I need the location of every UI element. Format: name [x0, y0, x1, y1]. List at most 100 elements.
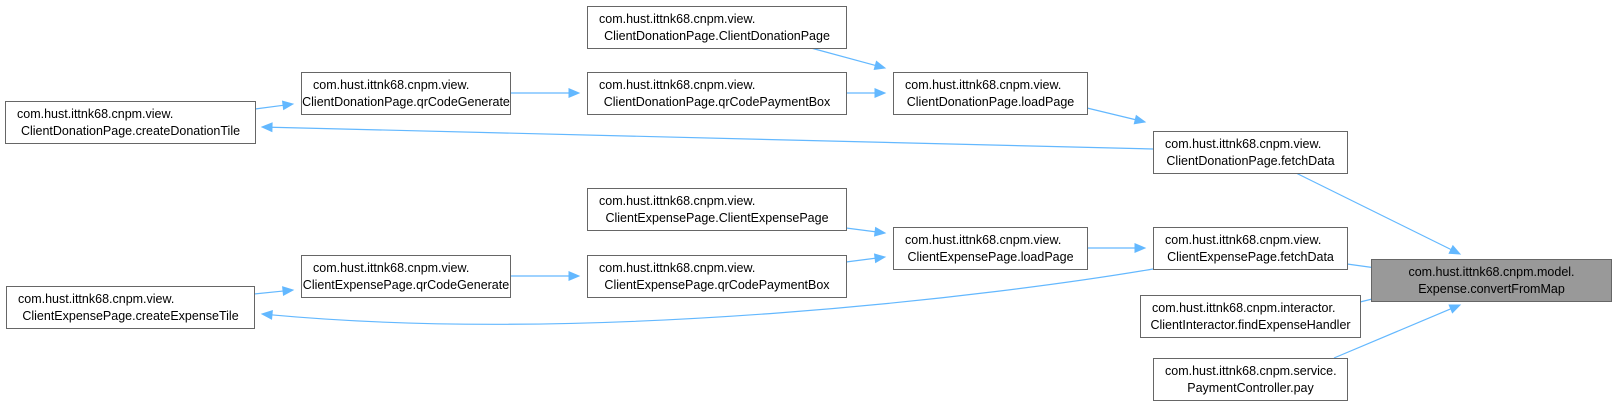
node-label-line2: ClientExpensePage.qrCodeGenerate: [303, 278, 509, 292]
edge-n1-n6: [260, 122, 1154, 150]
node-label-line1: com.hust.ittnk68.cnpm.view.: [313, 78, 469, 92]
edge-n7-n12: [260, 268, 1154, 325]
node-box: [1153, 358, 1348, 401]
node-label-line2: ClientDonationPage.qrCodePaymentBox: [604, 95, 831, 109]
node-label-line1: com.hust.ittnk68.cnpm.service.: [1165, 364, 1337, 378]
arrowhead-icon: [282, 286, 295, 296]
node-box: [5, 101, 256, 144]
node-label-line2: Expense.convertFromMap: [1418, 282, 1565, 296]
caller-node[interactable]: com.hust.ittnk68.cnpm.view. ClientExpense…: [893, 227, 1088, 270]
node-label-line1: com.hust.ittnk68.cnpm.view.: [1165, 233, 1321, 247]
caller-node[interactable]: com.hust.ittnk68.cnpm.view. ClientExpense…: [587, 255, 847, 298]
node-box: [587, 6, 847, 49]
node-label-line1: com.hust.ittnk68.cnpm.view.: [313, 261, 469, 275]
node-box: [301, 72, 511, 115]
caller-node[interactable]: com.hust.ittnk68.cnpm.interactor. ClientI…: [1140, 295, 1361, 338]
arrowhead-icon: [873, 60, 887, 71]
node-box: [301, 255, 511, 298]
edge-n9-n8: [845, 226, 887, 237]
edge-n6-n5: [254, 100, 295, 111]
node-label-line1: com.hust.ittnk68.cnpm.view.: [17, 107, 173, 121]
caller-node[interactable]: com.hust.ittnk68.cnpm.view. ClientDonatio…: [587, 72, 847, 115]
node-label-line1: com.hust.ittnk68.cnpm.model.: [1408, 265, 1574, 279]
node-box: [587, 188, 847, 231]
edge-line: [845, 227, 877, 233]
node-box: [1153, 131, 1348, 174]
node-label-line1: com.hust.ittnk68.cnpm.view.: [1165, 137, 1321, 151]
edge-n2-n1: [1086, 107, 1147, 125]
edge-line: [270, 126, 1154, 150]
node-label-line1: com.hust.ittnk68.cnpm.view.: [905, 233, 1061, 247]
edge-line: [810, 47, 877, 67]
node-label-line2: ClientDonationPage.ClientDonationPage: [604, 29, 830, 43]
caller-node[interactable]: com.hust.ittnk68.cnpm.view. ClientDonatio…: [301, 72, 511, 115]
caller-node[interactable]: com.hust.ittnk68.cnpm.service. PaymentCon…: [1153, 358, 1348, 401]
node-label-line2: ClientDonationPage.loadPage: [907, 95, 1075, 109]
edge-n8-n7: [1087, 243, 1147, 253]
edge-line: [845, 257, 877, 263]
caller-node[interactable]: com.hust.ittnk68.cnpm.view. ClientDonatio…: [1153, 131, 1348, 174]
node-label-line1: com.hust.ittnk68.cnpm.view.: [599, 194, 755, 208]
node-box: [893, 227, 1088, 270]
arrowhead-icon: [873, 253, 887, 264]
node-label-line1: com.hust.ittnk68.cnpm.view.: [599, 12, 755, 26]
edge-n4-n2: [846, 88, 887, 98]
node-label-line1: com.hust.ittnk68.cnpm.view.: [18, 292, 174, 306]
arrowhead-icon: [874, 88, 887, 98]
edge-n11-n10: [510, 271, 581, 281]
node-label-line2: ClientExpensePage.createExpenseTile: [22, 309, 238, 323]
edge-n5-n4: [510, 88, 581, 98]
caller-node[interactable]: com.hust.ittnk68.cnpm.view. ClientExpense…: [587, 188, 847, 231]
node-label-line1: com.hust.ittnk68.cnpm.view.: [599, 78, 755, 92]
edge-line: [1333, 307, 1452, 359]
arrowhead-icon: [1448, 304, 1462, 314]
node-label-line2: ClientExpensePage.qrCodePaymentBox: [604, 278, 830, 292]
edge-line: [270, 268, 1154, 325]
node-label-line2: ClientInteractor.findExpenseHandler: [1150, 318, 1350, 332]
node-layer: com.hust.ittnk68.cnpm.model. Expense.conv…: [5, 6, 1612, 401]
arrowhead-icon: [568, 88, 581, 98]
edge-n3-n2: [810, 47, 887, 71]
arrowhead-icon: [873, 226, 887, 237]
focus-node: com.hust.ittnk68.cnpm.model. Expense.conv…: [1371, 259, 1612, 302]
node-label-line2: ClientExpensePage.fetchData: [1167, 250, 1334, 264]
caller-node[interactable]: com.hust.ittnk68.cnpm.view. ClientDonatio…: [893, 72, 1088, 115]
node-box: [587, 255, 847, 298]
caller-node[interactable]: com.hust.ittnk68.cnpm.view. ClientDonatio…: [587, 6, 847, 49]
edge-line: [1086, 107, 1137, 121]
arrowhead-icon: [1448, 244, 1462, 255]
arrowhead-icon: [1133, 114, 1147, 125]
node-label-line2: ClientExpensePage.ClientExpensePage: [605, 211, 828, 225]
node-label-line2: PaymentController.pay: [1187, 381, 1314, 395]
node-box: [893, 72, 1088, 115]
edge-line: [254, 104, 285, 110]
edge-n12-n11: [253, 286, 295, 296]
edge-line: [253, 290, 285, 295]
arrowhead-icon: [568, 271, 581, 281]
caller-node[interactable]: com.hust.ittnk68.cnpm.view. ClientExpense…: [301, 255, 511, 298]
node-label-line2: ClientExpensePage.loadPage: [907, 250, 1073, 264]
node-box: [1153, 227, 1348, 270]
edge-n1-n0: [1295, 172, 1462, 255]
edge-n14-n0: [1333, 304, 1462, 359]
edge-layer: [253, 47, 1462, 359]
node-label-line2: ClientDonationPage.qrCodeGenerate: [302, 95, 510, 109]
node-label-line1: com.hust.ittnk68.cnpm.view.: [599, 261, 755, 275]
edge-line: [1295, 172, 1453, 251]
caller-node[interactable]: com.hust.ittnk68.cnpm.view. ClientDonatio…: [5, 101, 256, 144]
node-label-line2: ClientDonationPage.createDonationTile: [21, 124, 240, 138]
arrowhead-icon: [260, 122, 273, 133]
node-label-line2: ClientDonationPage.fetchData: [1166, 154, 1334, 168]
node-label-line1: com.hust.ittnk68.cnpm.view.: [905, 78, 1061, 92]
caller-node[interactable]: com.hust.ittnk68.cnpm.view. ClientExpense…: [6, 286, 255, 329]
node-box: [1371, 259, 1612, 302]
caller-node[interactable]: com.hust.ittnk68.cnpm.view. ClientExpense…: [1153, 227, 1348, 270]
arrowhead-icon: [260, 310, 273, 320]
node-label-line1: com.hust.ittnk68.cnpm.interactor.: [1152, 301, 1335, 315]
edge-n10-n8: [845, 253, 887, 264]
node-box: [1140, 295, 1361, 338]
arrowhead-icon: [1134, 243, 1147, 253]
node-box: [6, 286, 255, 329]
arrowhead-icon: [281, 100, 295, 111]
